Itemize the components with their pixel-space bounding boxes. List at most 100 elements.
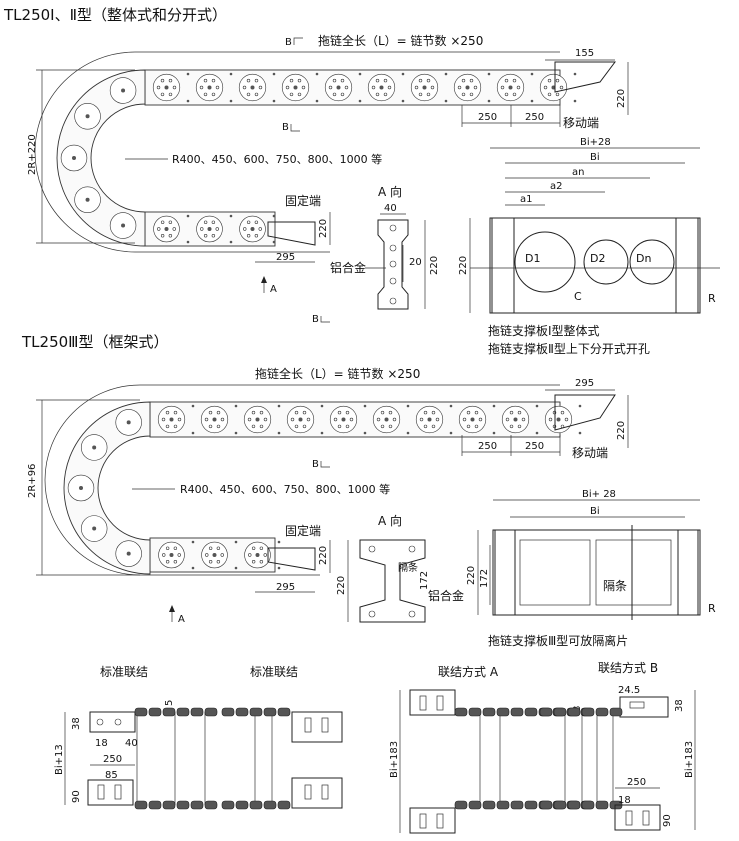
link-hole: [246, 92, 251, 97]
chain-envelope: [34, 51, 560, 253]
link-hole: [157, 227, 161, 231]
bend-pin: [126, 551, 131, 556]
link-rivet: [535, 404, 539, 408]
link-hole: [504, 78, 509, 83]
link-hole: [423, 410, 428, 415]
link-hole: [216, 560, 221, 564]
link-hole: [349, 417, 354, 422]
cross-frame: [489, 217, 701, 314]
link-hole: [517, 424, 522, 429]
link-hole: [547, 92, 552, 97]
cross-divider: 隔条: [603, 579, 627, 593]
link-rivet: [272, 72, 276, 76]
link-pin: [556, 417, 561, 422]
section-b-mid: B: [282, 122, 289, 133]
link-hole: [548, 417, 553, 422]
link-hole: [555, 78, 560, 83]
chain-link: [581, 707, 595, 717]
link-hole: [172, 227, 176, 231]
link-hole: [469, 78, 474, 83]
link-rivet: [272, 99, 276, 103]
link-hole: [242, 85, 247, 90]
dim-220-fixed-2: 220: [318, 546, 329, 565]
link-hole: [521, 417, 526, 422]
link-rivet: [234, 404, 238, 408]
fixed-end-label-2: 固定端: [285, 523, 321, 538]
height-label-2: 2R+96: [27, 464, 38, 498]
link-hole: [263, 553, 267, 557]
link-pin: [250, 85, 255, 90]
link-hole: [500, 85, 505, 90]
b-90: 90: [662, 814, 673, 827]
chain-link: [581, 800, 595, 810]
link-hole: [376, 417, 381, 422]
link-rivet: [272, 240, 276, 244]
label-d2: D2: [590, 252, 605, 265]
link-hole: [555, 92, 560, 97]
section2-cross-section: Bi+ 28 Bi 隔条 R 220 172 拖链支撑板Ⅲ型可放隔离片: [466, 489, 716, 648]
link-hole: [208, 410, 213, 415]
link-hole: [216, 424, 221, 429]
dim-250-b: 250: [525, 112, 544, 123]
link-hole: [474, 410, 479, 415]
chain-link: [221, 707, 235, 717]
link-rivet: [444, 99, 448, 103]
link-hole: [333, 417, 338, 422]
link-hole: [251, 410, 256, 415]
link-hole: [457, 85, 462, 90]
std1-drawing: 38 18 40 5 Bi+13 250 85 90: [54, 700, 218, 810]
link-hole: [418, 78, 423, 83]
link-hole: [388, 424, 393, 429]
link-hole: [345, 424, 350, 429]
chain-link: [567, 707, 581, 717]
chain-link: [553, 707, 567, 717]
radius-list-2: R400、450、600、750、800、1000 等: [180, 482, 390, 496]
link-pin: [169, 417, 174, 422]
link-hole: [375, 92, 380, 97]
bend-pin: [92, 445, 97, 450]
link-rivet: [530, 72, 534, 76]
link-hole: [430, 85, 435, 90]
b-18: 18: [618, 795, 631, 806]
chain-link: [134, 707, 148, 717]
std2-links: [221, 707, 291, 810]
link-pin: [164, 227, 169, 231]
chain-link: [235, 800, 249, 810]
link-rivet: [191, 540, 195, 544]
chain-link: [595, 800, 609, 810]
link-hole: [246, 234, 251, 238]
dim-155: 155: [575, 48, 594, 59]
link-hole: [419, 417, 424, 422]
chain-link: [454, 707, 468, 717]
chain-link: [221, 800, 235, 810]
std-90: 90: [71, 790, 82, 803]
cross-220: 220: [458, 256, 469, 275]
link-hole: [211, 92, 216, 97]
chain-link: [176, 800, 190, 810]
link-hole: [172, 85, 177, 90]
link-hole: [220, 553, 224, 557]
chain-link: [496, 800, 510, 810]
section-b-bot: B: [312, 314, 319, 325]
bend-pin: [126, 420, 131, 425]
link-rivet: [492, 431, 496, 435]
fixed-end-bracket: [267, 221, 316, 246]
link-hole: [547, 78, 552, 83]
link-rivet: [191, 404, 195, 408]
link-hole: [461, 78, 466, 83]
link-rivet: [487, 99, 491, 103]
chain-link: [482, 800, 496, 810]
link-hole: [211, 220, 216, 224]
link-pin: [465, 85, 470, 90]
link-rivet: [320, 404, 324, 408]
link-hole: [246, 220, 251, 224]
link-pin: [250, 227, 255, 231]
link-hole: [168, 92, 173, 97]
lower-chain-run-2: [149, 537, 281, 573]
chain-link: [609, 707, 623, 717]
link-hole: [371, 85, 376, 90]
link-pin: [164, 85, 169, 90]
link-pin: [508, 85, 513, 90]
link-hole: [474, 424, 479, 429]
link-hole: [251, 560, 256, 564]
